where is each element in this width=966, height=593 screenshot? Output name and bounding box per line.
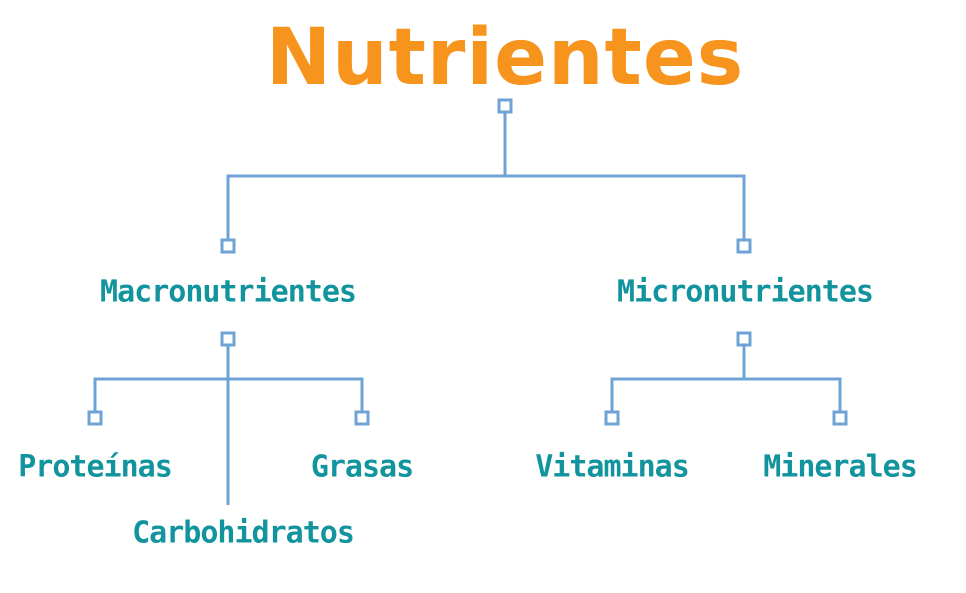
diagram-title: Nutrientes [265, 13, 745, 103]
node-macronutrientes: Macronutrientes [100, 274, 357, 310]
node-box [497, 98, 513, 114]
connector-line [610, 377, 842, 412]
node-vitaminas: Vitaminas [535, 449, 690, 485]
connector-line [93, 377, 364, 412]
node-box [220, 331, 236, 347]
node-micronutrientes: Micronutrientes [617, 274, 874, 310]
node-carbohidratos: Carbohidratos [132, 515, 355, 551]
node-box [832, 410, 848, 426]
node-minerales: Minerales [763, 449, 918, 485]
node-box [220, 238, 236, 254]
node-grasas: Grasas [310, 449, 414, 485]
node-box [87, 410, 103, 426]
node-box [354, 410, 370, 426]
node-proteinas: Proteínas [18, 449, 173, 485]
node-box [736, 238, 752, 254]
node-box [604, 410, 620, 426]
connector-line [226, 174, 746, 240]
node-box [736, 331, 752, 347]
